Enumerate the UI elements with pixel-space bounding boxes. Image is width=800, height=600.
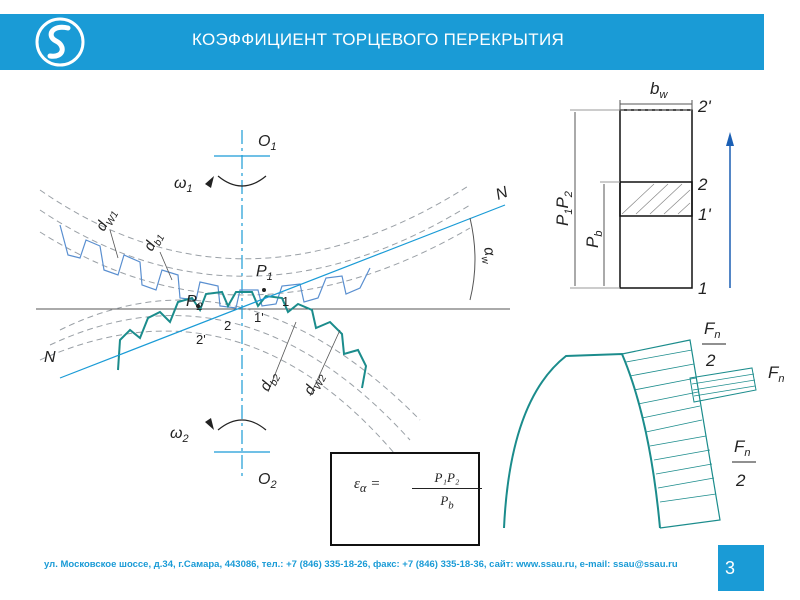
- label-point-2prime: 2': [196, 332, 206, 347]
- label-p1p2: P1P2: [553, 191, 575, 226]
- formula: εα = P₁P₂ Pb: [354, 470, 482, 512]
- label-fn-bottom: Fn: [734, 437, 751, 459]
- label-point-2: 2: [224, 318, 231, 333]
- formula-den-sub: b: [448, 499, 454, 512]
- label-n-left: N: [44, 349, 56, 366]
- page-title: КОЭФФИЦИЕНТ ТОРЦЕВОГО ПЕРЕКРЫТИЯ: [192, 30, 565, 49]
- formula-den-main: P: [440, 493, 449, 508]
- formula-numerator: P₁P₂: [412, 470, 482, 489]
- formula-denominator: Pb: [412, 489, 482, 512]
- label-p1: P1: [256, 263, 273, 283]
- label-o1: O1: [258, 133, 277, 153]
- label-db1: db1: [141, 229, 168, 256]
- label-fn-top: Fn: [704, 319, 721, 341]
- formula-lhs-sub: α: [359, 481, 367, 495]
- university-logo: [35, 17, 85, 67]
- label-half-top: 2: [705, 351, 716, 370]
- page-number-box: 3: [718, 545, 764, 591]
- label-right-1prime: 1': [698, 205, 711, 224]
- label-omega2: ω2: [170, 425, 189, 445]
- formula-lhs: ε: [354, 476, 360, 492]
- label-omega1: ω1: [174, 175, 193, 195]
- label-half-bottom: 2: [735, 471, 746, 490]
- label-right-2: 2: [697, 175, 708, 194]
- label-point-1prime: 1': [254, 310, 264, 325]
- label-p2: P2: [186, 293, 203, 313]
- label-point-1: 1: [282, 294, 289, 309]
- label-db2: db2: [257, 368, 284, 395]
- label-alpha: αw: [477, 246, 500, 266]
- label-bw: bw: [650, 79, 668, 101]
- page-number: 3: [725, 558, 736, 578]
- label-pb: Pb: [583, 231, 605, 248]
- header-bar: КОЭФФИЦИЕНТ ТОРЦЕВОГО ПЕРЕКРЫТИЯ: [0, 14, 764, 70]
- label-o2: O2: [258, 471, 277, 491]
- footer-address: ул. Московское шоссе, д.34, г.Самара, 44…: [44, 559, 678, 570]
- label-n-right: N: [494, 184, 511, 204]
- label-fn-mid: Fn: [768, 363, 785, 385]
- formula-eq: =: [370, 476, 381, 492]
- label-right-2prime: 2': [697, 97, 711, 116]
- label-dw2: dW2: [301, 369, 330, 399]
- label-right-1: 1: [698, 279, 707, 298]
- label-dw1: dW1: [93, 205, 122, 235]
- formula-fraction: P₁P₂ Pb: [412, 470, 482, 512]
- formula-box: εα = P₁P₂ Pb: [330, 452, 482, 546]
